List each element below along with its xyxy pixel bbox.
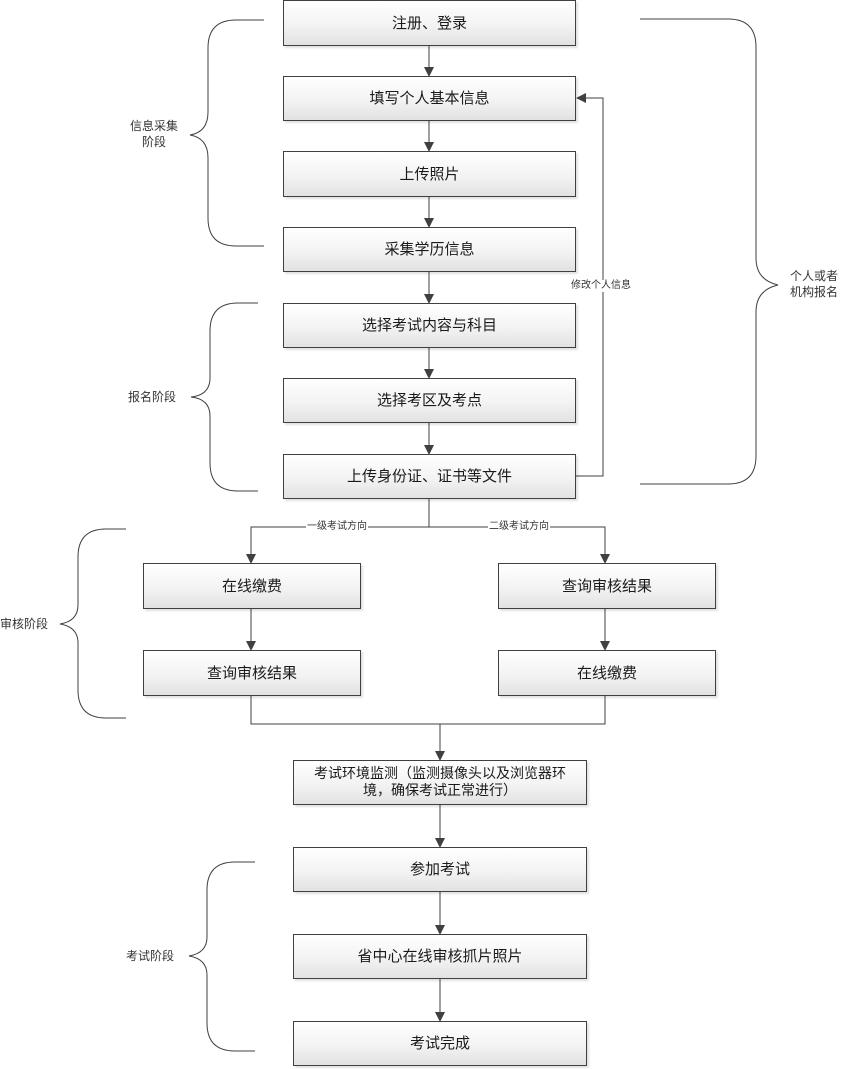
brace-info-collection [189, 19, 264, 247]
stage-label-review: 审核阶段 [0, 617, 49, 631]
step-fill-info: 填写个人基本信息 [283, 76, 576, 121]
step-upload-docs: 上传身份证、证书等文件 [283, 454, 576, 499]
step-register: 注册、登录 [283, 0, 576, 46]
connector-merge [250, 696, 606, 725]
brace-review [59, 528, 126, 719]
step-select-subject: 选择考试内容与科目 [283, 303, 576, 348]
step-right-pay: 在线缴费 [498, 650, 716, 696]
brace-registration [190, 302, 258, 492]
brace-exam [188, 861, 255, 1052]
stage-label-exam: 考试阶段 [126, 949, 175, 963]
edge-label-level1: 一级考试方向 [306, 521, 368, 533]
step-exam-done: 考试完成 [293, 1021, 587, 1066]
brace-individual-org [640, 18, 779, 485]
edge-label-modify-info: 修改个人信息 [570, 280, 632, 292]
stage-label-info-collection: 信息采集阶段 [129, 119, 178, 149]
arrow-to-right-query [429, 526, 610, 564]
step-env-check: 考试环境监测（监测摄像头以及浏览器环境，确保考试正常进行） [293, 760, 587, 805]
arrow-to-left-pay [246, 526, 429, 564]
step-take-exam: 参加考试 [293, 847, 587, 892]
step-collect-education: 采集学历信息 [283, 227, 576, 272]
step-left-query: 查询审核结果 [143, 650, 361, 696]
edge-label-level2: 二级考试方向 [488, 521, 550, 533]
step-review-photos: 省中心在线审核抓片照片 [293, 934, 587, 979]
step-right-query: 查询审核结果 [498, 563, 716, 609]
stage-label-registration: 报名阶段 [128, 390, 177, 404]
stage-label-individual-org: 个人或者机构报名 [789, 269, 838, 299]
step-left-pay: 在线缴费 [143, 563, 361, 609]
step-select-site: 选择考区及考点 [283, 378, 576, 423]
step-upload-photo: 上传照片 [283, 151, 576, 197]
